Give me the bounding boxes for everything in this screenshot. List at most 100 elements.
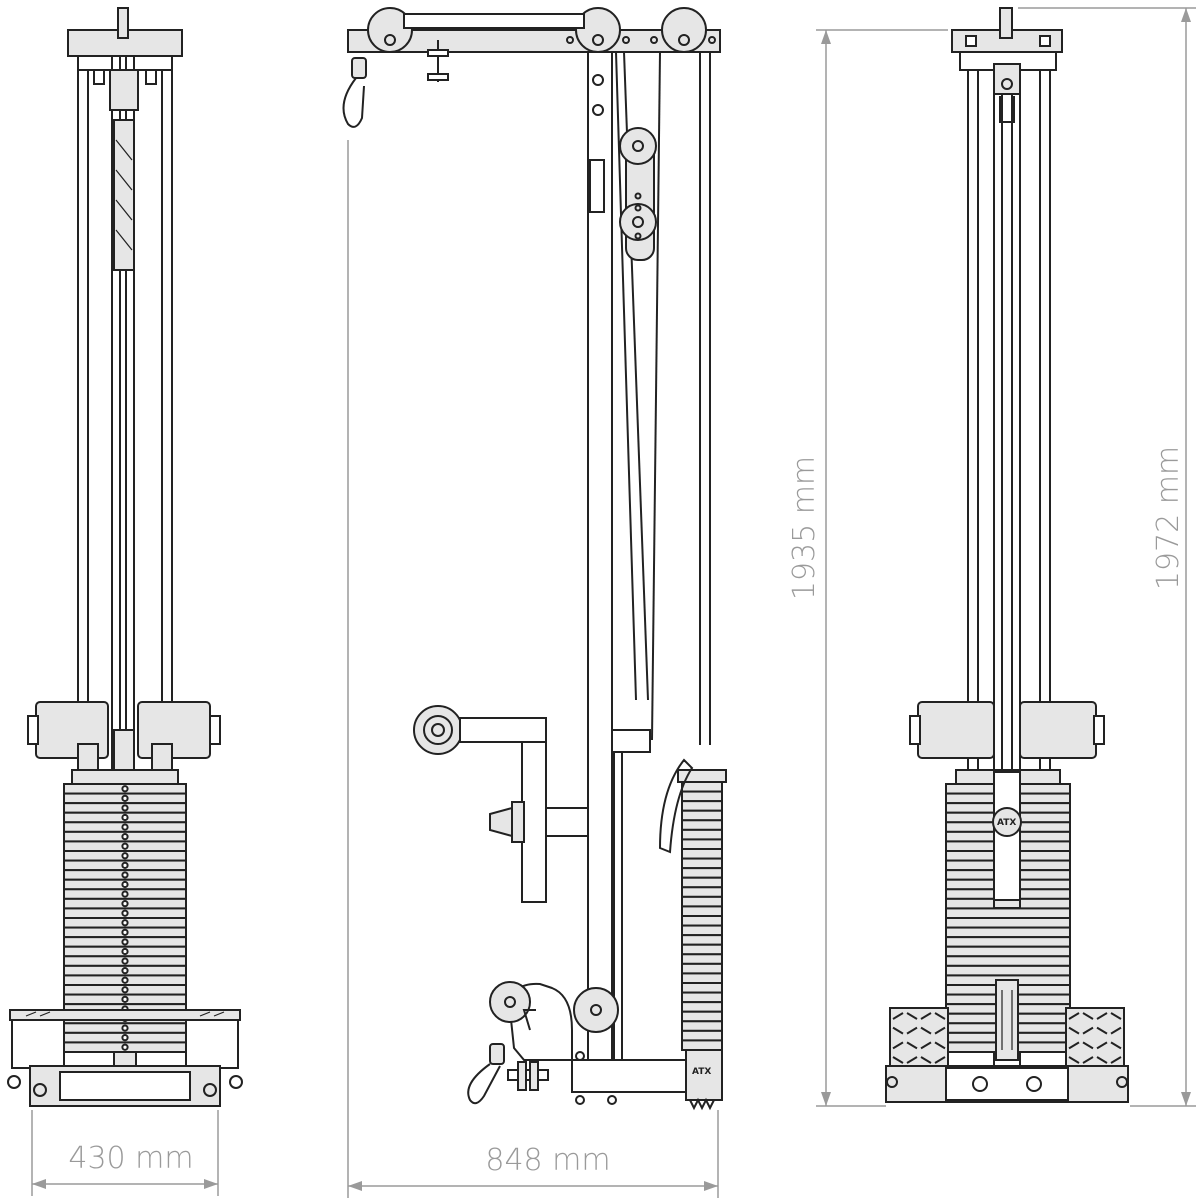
pin-hole [121,900,129,908]
dimension-height-total: 1972 mm [1018,7,1196,1107]
weight-plate [681,848,723,860]
side-depth-label: 848 mm [485,1143,610,1178]
tread-mark [1110,1026,1122,1035]
weight-plate [681,838,723,851]
weight-plate [681,828,723,841]
tread-mark [1110,1012,1122,1020]
weight-plate [681,982,723,994]
pin-hole [121,804,129,812]
weight-plate [945,926,1071,939]
tread-mark [1096,1041,1108,1050]
front-view [7,7,243,1107]
pin-hole [121,919,129,927]
tread-mark [906,1056,918,1064]
tread-mark [1068,1012,1080,1020]
tread-mark [920,1026,932,1035]
side-weight-stack [681,781,723,1052]
tread-mark [1068,1026,1080,1035]
weight-plate [945,945,1071,958]
weight-plate [681,934,723,946]
weight-plate [681,972,723,985]
weight-plate [681,991,723,1004]
tread-mark [934,1026,946,1035]
pin-hole [121,794,129,802]
weight-plate [945,907,1071,920]
tread-mark [934,1012,946,1020]
tread-mark [934,1056,946,1064]
weight-plate [681,1029,723,1042]
weight-plate [681,924,723,937]
tread-mark [1096,1026,1108,1035]
tread-mark [892,1026,904,1035]
weight-plate [681,905,723,918]
tread-mark [892,1056,904,1064]
pin-hole [121,823,129,831]
tread-mark [1110,1056,1122,1064]
tread-mark [1082,1056,1094,1064]
pin-hole [121,909,129,917]
weight-plate [681,809,723,822]
tread-mark [1082,1026,1094,1035]
tread-mark [920,1041,932,1050]
tread-mark [1096,1056,1108,1064]
pin-hole [121,833,129,841]
weight-plate [681,867,723,879]
weight-plate [681,962,723,975]
tread-mark [892,1012,904,1020]
weight-plate [681,915,723,927]
pin-hole [121,995,129,1003]
weight-plate [681,857,723,870]
tread-mark [1096,1012,1108,1020]
total-height-label: 1972 mm [1151,446,1186,590]
pin-hole [121,842,129,850]
side-brand-logo: ATX [692,1067,711,1077]
weight-plate [945,917,1071,929]
dimension-height-frame: 1935 mm [787,29,948,1107]
weight-plate [945,955,1071,967]
tread-mark [906,1026,918,1035]
frame-height-label: 1935 mm [787,456,822,600]
tread-mark [934,1041,946,1050]
weight-plate [681,953,723,965]
pin-hole [121,1024,129,1032]
pin-hole [121,986,129,994]
pin-hole [121,947,129,956]
weight-plate [681,819,723,831]
weight-plate [945,936,1071,948]
pin-hole [121,852,129,860]
back-view: ATX [885,7,1129,1103]
dimension-width-front: 430 mm [31,1110,219,1196]
weight-plate [681,1001,723,1013]
pin-hole [121,1043,129,1051]
weight-plate [681,800,723,812]
weight-plate [681,1039,723,1052]
tread-mark [920,1012,932,1020]
weight-plate [681,876,723,889]
pin-hole [121,880,129,889]
pin-hole [121,785,129,793]
weight-plate [681,886,723,898]
tread-plate-right [1068,1012,1122,1064]
tread-mark [906,1012,918,1020]
pin-hole [121,928,129,936]
pin-hole [121,890,129,898]
side-view: ATX [342,7,727,1111]
pin-hole [121,1034,129,1042]
tread-mark [1068,1041,1080,1050]
pin-hole [121,813,129,822]
tread-mark [1082,1012,1094,1020]
pin-hole [121,938,129,946]
pin-hole [121,871,129,879]
back-brand-logo: ATX [997,818,1016,828]
dimension-depth-side: 848 mm [347,140,719,1198]
tread-plate-left [892,1012,946,1064]
front-width-label: 430 mm [68,1141,193,1176]
weight-plate [681,943,723,956]
weight-plate [681,1020,723,1032]
weight-plate [681,781,723,793]
weight-plate [681,1010,723,1023]
weight-plate [945,964,1071,977]
weight-plate [681,790,723,803]
tread-mark [906,1041,918,1050]
